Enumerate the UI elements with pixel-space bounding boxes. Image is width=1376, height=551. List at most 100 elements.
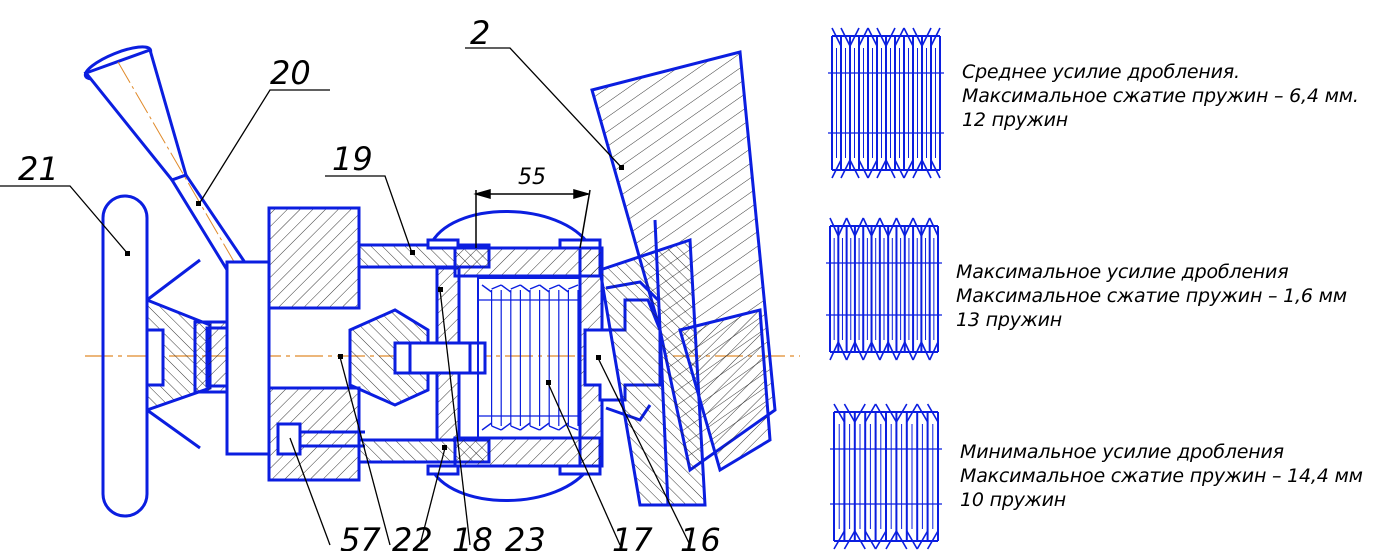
spring-line bbox=[887, 217, 898, 237]
spring-line bbox=[837, 217, 848, 237]
spring-line bbox=[887, 341, 898, 361]
spring-line bbox=[481, 422, 493, 431]
spring-line bbox=[500, 284, 512, 293]
callout-2: 2 bbox=[470, 14, 490, 52]
spring-line bbox=[840, 159, 851, 179]
callout-17: 17 bbox=[612, 521, 653, 551]
spring-stack-medium bbox=[828, 27, 944, 179]
spring-line bbox=[849, 159, 860, 179]
spring-line bbox=[858, 27, 869, 47]
spring-line bbox=[864, 530, 877, 550]
note-maximum-line3: 13 пружин bbox=[956, 309, 1063, 331]
spring-line bbox=[870, 217, 881, 237]
dimension-label: 55 bbox=[518, 165, 546, 190]
spring-line bbox=[903, 27, 914, 47]
spring-line bbox=[481, 284, 493, 293]
spring-line bbox=[539, 284, 550, 293]
spring-line bbox=[840, 27, 851, 47]
spring-line bbox=[885, 403, 898, 423]
spring-line bbox=[529, 284, 540, 290]
spring-line bbox=[854, 530, 866, 550]
spring-line bbox=[862, 217, 873, 237]
assembly-springs bbox=[478, 284, 580, 431]
spring-line bbox=[843, 530, 856, 550]
leader-dots bbox=[125, 165, 624, 450]
body-hub bbox=[225, 206, 365, 482]
spring-line bbox=[904, 217, 914, 237]
callout-22: 22 bbox=[392, 521, 433, 551]
spring-line bbox=[491, 425, 502, 431]
spring-stack-maximum bbox=[826, 217, 942, 361]
spring-line bbox=[912, 217, 923, 237]
spring-line bbox=[548, 284, 560, 290]
spring-line bbox=[843, 403, 856, 423]
dimension-55 bbox=[473, 189, 591, 249]
spring-line bbox=[928, 217, 939, 237]
spring-line bbox=[500, 422, 512, 431]
spring-line bbox=[519, 284, 531, 293]
spring-line bbox=[831, 159, 842, 179]
spring-line bbox=[885, 530, 898, 550]
spring-line bbox=[833, 530, 846, 550]
spring-line bbox=[529, 425, 540, 431]
spring-line bbox=[903, 159, 914, 179]
spring-line bbox=[829, 217, 840, 237]
note-maximum-line1: Максимальное усилие дробления bbox=[956, 261, 1289, 283]
spring-line bbox=[845, 217, 856, 237]
spring-line bbox=[867, 27, 878, 47]
spring-line bbox=[885, 27, 896, 47]
spring-line bbox=[906, 403, 918, 423]
spring-line bbox=[849, 27, 860, 47]
spring-line bbox=[926, 530, 939, 550]
spring-line bbox=[519, 422, 531, 431]
spring-line bbox=[912, 341, 923, 361]
spring-line bbox=[568, 284, 579, 290]
spring-line bbox=[837, 341, 848, 361]
note-maximum-line2: Максимальное сжатие пружин – 1,6 мм bbox=[956, 285, 1347, 307]
spring-line bbox=[912, 159, 923, 179]
spring-line bbox=[854, 217, 864, 237]
spring-line bbox=[854, 403, 866, 423]
spring-line bbox=[895, 403, 908, 423]
spring-line bbox=[858, 159, 869, 179]
callout-23: 23 bbox=[505, 521, 546, 551]
spring-line bbox=[879, 217, 889, 237]
spring-line bbox=[831, 27, 842, 47]
callout-20: 20 bbox=[270, 54, 311, 92]
spring-line bbox=[874, 530, 887, 550]
note-minimum-line3: 10 пружин bbox=[960, 489, 1067, 511]
spring-line bbox=[916, 530, 929, 550]
spring-line bbox=[921, 27, 932, 47]
spring-stack-minimum bbox=[830, 403, 942, 550]
lever-part-20 bbox=[83, 45, 253, 280]
disc-spring-stack-17 bbox=[477, 277, 581, 439]
spring-line bbox=[916, 403, 929, 423]
note-minimum-line2: Максимальное сжатие пружин – 14,4 мм bbox=[960, 465, 1363, 487]
spring-line bbox=[867, 159, 878, 179]
spring-line bbox=[510, 425, 521, 431]
spring-line bbox=[548, 425, 560, 431]
spring-line bbox=[491, 284, 502, 290]
spring-housing bbox=[426, 210, 604, 502]
sleeve-part-19 bbox=[348, 243, 491, 464]
spring-line bbox=[510, 284, 521, 290]
spring-line bbox=[885, 159, 896, 179]
spring-line bbox=[879, 341, 889, 361]
spring-line bbox=[930, 159, 941, 179]
spring-line bbox=[895, 530, 908, 550]
spring-line bbox=[568, 425, 579, 431]
spring-line bbox=[930, 27, 941, 47]
spring-line bbox=[920, 341, 931, 361]
note-minimum-line1: Минимальное усилие дробления bbox=[960, 441, 1284, 463]
spring-line bbox=[870, 341, 881, 361]
callout-19: 19 bbox=[332, 140, 373, 178]
spring-line bbox=[829, 341, 840, 361]
spring-line bbox=[906, 530, 918, 550]
note-maximum-force: Максимальное усилие дробления Максимальн… bbox=[956, 260, 1347, 332]
spring-line bbox=[854, 341, 864, 361]
callout-57: 57 bbox=[340, 521, 381, 551]
callout-21: 21 bbox=[18, 150, 59, 188]
spring-line bbox=[894, 27, 905, 47]
spring-line bbox=[921, 159, 932, 179]
